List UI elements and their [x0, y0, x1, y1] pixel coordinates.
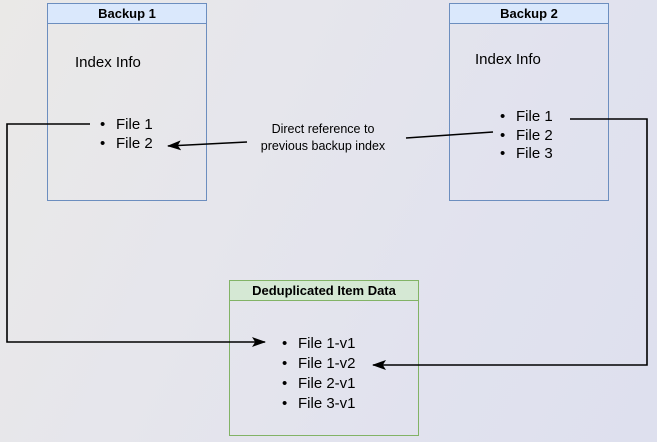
edge-label-direct-reference: Direct reference to previous backup inde…	[260, 122, 386, 153]
file-item: File 2	[100, 134, 153, 153]
file-item: File 3-v1	[282, 394, 356, 414]
file-item-label: File 2	[116, 135, 153, 152]
file-item: File 1	[100, 115, 153, 134]
file-item-label: File 1	[516, 108, 553, 125]
bullet-icon	[282, 394, 298, 414]
backup2-header: Backup 2	[450, 4, 608, 24]
backup1-header: Backup 1	[48, 4, 206, 24]
file-item: File 2	[500, 127, 553, 146]
bullet-icon	[282, 334, 298, 354]
dedup-header: Deduplicated Item Data	[230, 281, 418, 301]
bullet-icon	[500, 108, 516, 127]
file-item-label: File 2-v1	[298, 375, 356, 392]
file-item: File 2-v1	[282, 374, 356, 394]
backup1-box: Backup 1	[47, 3, 207, 201]
backup1-index-info-label: Index Info	[75, 54, 141, 71]
file-item-label: File 1-v2	[298, 355, 356, 372]
bullet-icon	[500, 145, 516, 164]
bullet-icon	[100, 134, 116, 153]
dedup-box: Deduplicated Item Data	[229, 280, 419, 436]
bullet-icon	[282, 374, 298, 394]
bullet-icon	[282, 354, 298, 374]
file-item: File 1	[500, 108, 553, 127]
file-item-label: File 3	[516, 145, 553, 162]
file-item-label: File 1-v1	[298, 335, 356, 352]
file-item: File 3	[500, 145, 553, 164]
backup2-file-list: File 1 File 2 File 3	[500, 108, 553, 164]
backup2-index-info-label: Index Info	[475, 51, 541, 68]
file-item-label: File 3-v1	[298, 395, 356, 412]
dedup-title: Deduplicated Item Data	[252, 283, 396, 298]
file-item-label: File 1	[116, 116, 153, 133]
backup2-box: Backup 2	[449, 3, 609, 201]
backup2-title: Backup 2	[500, 6, 558, 21]
backup1-file-list: File 1 File 2	[100, 115, 153, 153]
file-item-label: File 2	[516, 126, 553, 144]
bullet-icon	[100, 115, 116, 134]
bullet-icon	[500, 127, 516, 146]
dedup-file-list: File 1-v1 File 1-v2 File 2-v1 File 3-v1	[282, 334, 356, 414]
file-item: File 1-v2	[282, 354, 356, 374]
backup1-title: Backup 1	[98, 6, 156, 21]
file-item: File 1-v1	[282, 334, 356, 354]
